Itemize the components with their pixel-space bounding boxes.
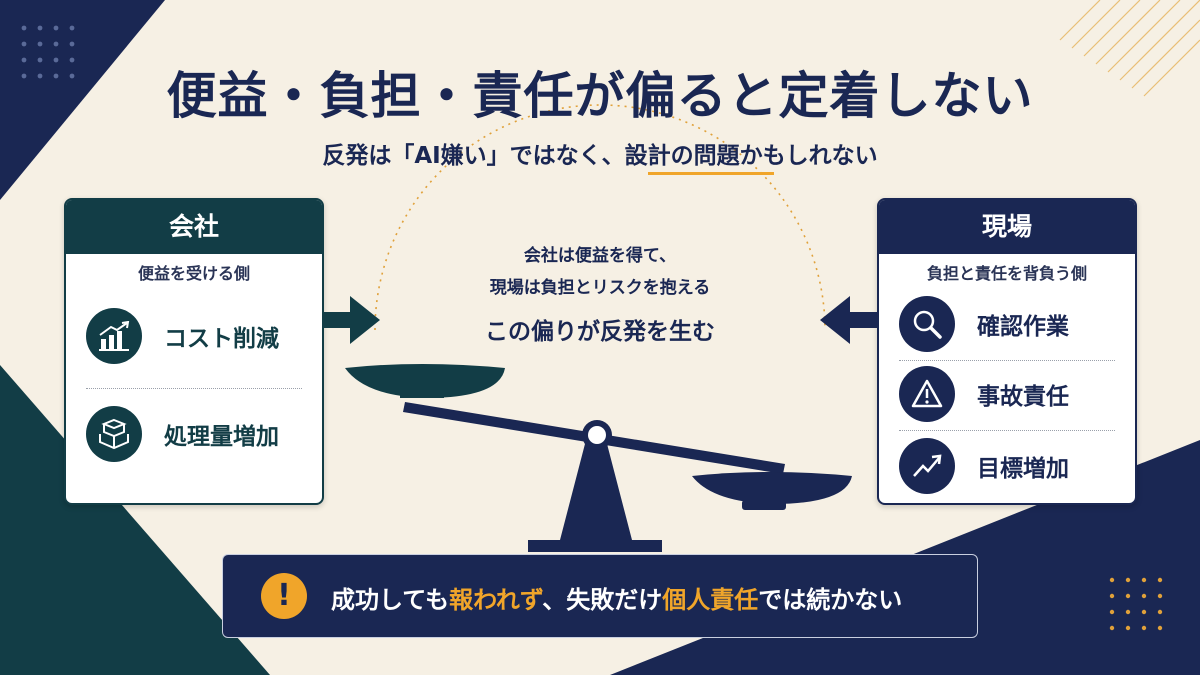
- field-item-label: 確認作業: [977, 314, 1069, 340]
- conclusion-highlight-unrewarded: 報われず: [449, 586, 543, 614]
- company-item-throughput: 処理量増加: [86, 406, 302, 462]
- center-caption-line1: 会社は便益を得て、: [523, 246, 677, 266]
- bar-chart-up-icon: [86, 308, 142, 364]
- field-panel-subheader: 負担と責任を背負う側: [926, 264, 1087, 283]
- company-item-label: 処理量増加: [164, 424, 279, 450]
- page-subtitle: 反発は「AI嫌い」ではなく、設計の問題かもしれない: [322, 143, 878, 169]
- warning-icon: [899, 366, 955, 422]
- subtitle-underline: [648, 172, 774, 175]
- conclusion-part2: 、失敗だけ: [542, 586, 663, 614]
- conclusion-banner: ! 成功しても報われず、失敗だけ個人責任では続かない: [222, 554, 978, 638]
- conclusion-part1: 成功しても: [331, 586, 450, 614]
- page-title: 便益・負担・責任が偏ると定着しない: [166, 67, 1034, 125]
- divider: [86, 388, 302, 389]
- field-item-target-increase: 目標増加: [899, 438, 1115, 494]
- company-panel: 会社 便益を受ける側 コスト削減 処理量増加: [64, 198, 324, 505]
- divider: [899, 430, 1115, 431]
- company-item-label: コスト削減: [164, 326, 279, 352]
- field-panel: 現場 負担と責任を背負う側 確認作業 事故責任 目標増加: [877, 198, 1137, 505]
- center-caption-line2: 現場は負担とリスクを抱える: [489, 278, 711, 298]
- trend-up-icon: [899, 438, 955, 494]
- conclusion-highlight-personal-liability: 個人責任: [662, 586, 759, 614]
- exclamation-icon: !: [261, 573, 307, 619]
- field-panel-header: 現場: [879, 200, 1135, 254]
- field-item-label: 事故責任: [977, 384, 1069, 410]
- field-item-accident-liability: 事故責任: [899, 366, 1115, 422]
- field-item-verification: 確認作業: [899, 296, 1115, 352]
- company-panel-header: 会社: [66, 200, 322, 254]
- magnifier-icon: [899, 296, 955, 352]
- conclusion-text: 成功しても報われず、失敗だけ個人責任では続かない: [331, 580, 902, 615]
- center-caption-emphasis: この偏りが反発を生む: [485, 319, 715, 345]
- field-item-label: 目標増加: [977, 456, 1069, 482]
- conclusion-part3: では続かない: [758, 586, 903, 614]
- divider: [899, 360, 1115, 361]
- company-panel-subheader: 便益を受ける側: [137, 264, 250, 283]
- stacked-boxes-icon: [86, 406, 142, 462]
- company-item-cost-reduction: コスト削減: [86, 308, 302, 364]
